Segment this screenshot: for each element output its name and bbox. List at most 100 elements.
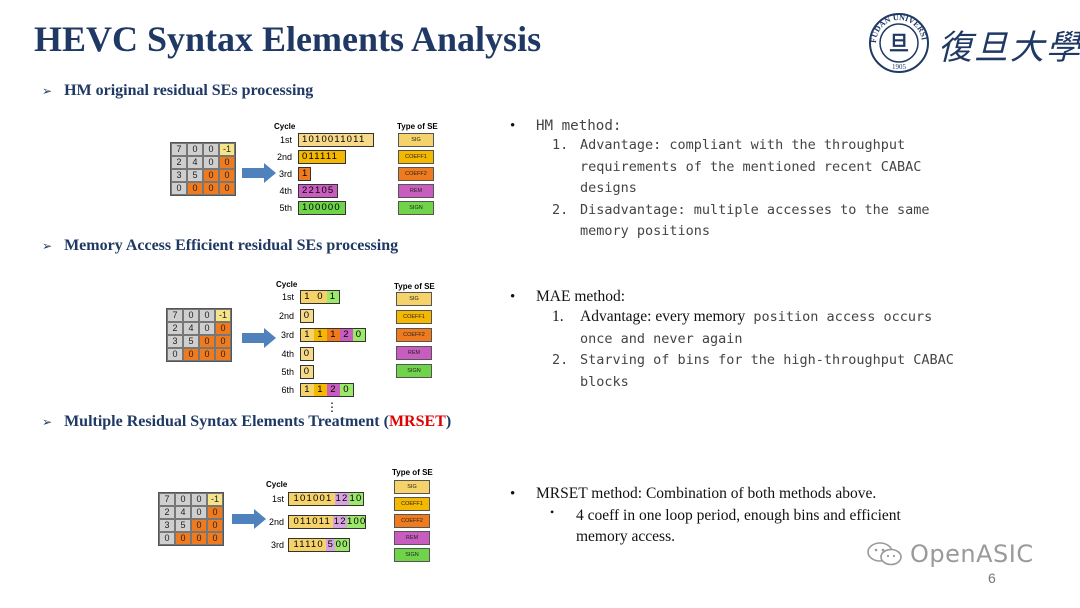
matrix-cell: 0 bbox=[191, 506, 207, 519]
se-type-sign: SIGN bbox=[396, 364, 432, 378]
numbered-item: 2. Starving of bins for the high-through… bbox=[552, 350, 1050, 393]
matrix-cell: 5 bbox=[187, 169, 203, 182]
cycle-label: 5th bbox=[281, 367, 294, 377]
matrix-cell: 0 bbox=[199, 348, 215, 361]
heading-text: Memory Access Efficient residual SEs pro… bbox=[64, 237, 399, 254]
bit-seg: 00 bbox=[335, 539, 349, 551]
bit-seg: 5 bbox=[326, 539, 336, 551]
se-type-coeff1: COEFF1 bbox=[396, 310, 432, 324]
matrix-cell: 5 bbox=[175, 519, 191, 532]
matrix-cell: 0 bbox=[219, 182, 235, 195]
cycle-label: 1st bbox=[281, 292, 294, 302]
page-title: HEVC Syntax Elements Analysis bbox=[34, 19, 542, 59]
bit-seg: 11110 bbox=[289, 539, 327, 551]
section-heading-mrset: ➢Multiple Residual Syntax Elements Treat… bbox=[42, 413, 451, 431]
bit-row: 100000 bbox=[298, 201, 346, 215]
mae-method-block: • MAE method: 1. Advantage: every memory… bbox=[510, 288, 1050, 393]
item-line: memory positions bbox=[580, 223, 711, 239]
matrix-cell: 0 bbox=[203, 169, 219, 182]
matrix-cell: 0 bbox=[175, 532, 191, 545]
bullet-item: • MRSET method: Combination of both meth… bbox=[510, 485, 1050, 503]
matrix-cell: 0 bbox=[191, 519, 207, 532]
university-seal-icon: FUDAN UNIVERSITY 1905 旦 bbox=[865, 5, 929, 73]
arrow-bullet-icon: ➢ bbox=[42, 415, 53, 429]
bit-seg: 1 bbox=[301, 329, 314, 341]
bullet-text: MAE method: bbox=[536, 288, 626, 305]
matrix-cell: 0 bbox=[207, 519, 223, 532]
bullet-item: • MAE method: bbox=[510, 288, 1050, 306]
section-heading-hm: ➢ HM original residual SEs processing bbox=[42, 82, 313, 100]
se-type-rem: REM bbox=[394, 531, 430, 545]
cycle-label: 2nd bbox=[278, 311, 294, 321]
se-type-coeff2: COEFF2 bbox=[396, 328, 432, 342]
cycle-header: Cycle bbox=[274, 122, 296, 131]
matrix-cell: 0 bbox=[199, 335, 215, 348]
matrix-cell: 0 bbox=[203, 182, 219, 195]
arrow-bullet-icon: ➢ bbox=[42, 239, 53, 253]
bullet-text: HM method: bbox=[536, 118, 622, 134]
process-arrow-icon bbox=[242, 163, 276, 183]
bit-row: 011111 bbox=[298, 150, 346, 164]
bit-seg: 101001 bbox=[289, 493, 335, 505]
bit-row: 0 bbox=[300, 347, 314, 361]
matrix-cell: 0 bbox=[183, 348, 199, 361]
numbered-item: 1. Advantage: every memory position acce… bbox=[552, 306, 1050, 350]
heading-text-end: ) bbox=[445, 413, 452, 430]
item-line: requirements of the mentioned recent CAB… bbox=[580, 158, 922, 175]
bit-seg: 0 bbox=[303, 366, 311, 377]
bit-seg: 12 bbox=[333, 516, 347, 528]
bit-row: 0 bbox=[300, 309, 314, 323]
bullet-dot-icon: • bbox=[510, 486, 516, 502]
type-se-header: Type of SE bbox=[394, 282, 435, 291]
bit-row: 0 bbox=[300, 365, 314, 379]
bit-seg: 1 bbox=[301, 291, 314, 303]
item-number: 2. bbox=[552, 201, 569, 218]
seal-glyph: 旦 bbox=[889, 31, 909, 55]
process-arrow-icon bbox=[242, 328, 276, 348]
cycle-label: 3rd bbox=[270, 540, 284, 550]
heading-highlight: MRSET bbox=[388, 413, 446, 430]
bit-seg: 1 bbox=[314, 384, 327, 396]
matrix-cell: 0 bbox=[215, 322, 231, 335]
matrix-cell: 3 bbox=[171, 169, 187, 182]
fudan-logo: FUDAN UNIVERSITY 1905 旦 復旦大學 bbox=[865, 5, 1080, 74]
bit-seg: 10 bbox=[349, 493, 363, 505]
se-type-rem: REM bbox=[398, 184, 434, 198]
matrix-cell: 7 bbox=[167, 309, 183, 322]
item-line: 4 coeff in one loop period, enough bins … bbox=[576, 507, 901, 524]
se-type-sign: SIGN bbox=[394, 548, 430, 562]
bit-seg: 1 bbox=[301, 384, 314, 396]
matrix-cell: 0 bbox=[199, 309, 215, 322]
bit-seg: 0 bbox=[303, 348, 311, 359]
item-line: Advantage: compliant with the throughput bbox=[580, 137, 906, 153]
bit-seg: 12 bbox=[335, 493, 349, 505]
arrow-bullet-icon: ➢ bbox=[42, 84, 53, 98]
cycle-label: 4th bbox=[281, 349, 294, 359]
cycle-label: 1st bbox=[271, 494, 284, 504]
item-number: 1. bbox=[552, 308, 564, 325]
matrix-cell: 4 bbox=[187, 156, 203, 169]
bit-seg: 2 bbox=[340, 329, 353, 341]
matrix-cell: 0 bbox=[215, 348, 231, 361]
watermark: OpenASIC bbox=[866, 540, 1034, 568]
process-arrow-icon bbox=[232, 509, 266, 529]
matrix-cell: 0 bbox=[199, 322, 215, 335]
heading-text: HM original residual SEs processing bbox=[64, 82, 314, 99]
item-line: Disadvantage: multiple accesses to the s… bbox=[580, 201, 930, 218]
matrix-cell: 0 bbox=[203, 143, 219, 156]
type-se-header: Type of SE bbox=[392, 468, 433, 477]
se-type-coeff1: COEFF1 bbox=[394, 497, 430, 511]
hm-method-block: • HM method: 1. Advantage: compliant wit… bbox=[510, 118, 1050, 243]
se-type-sig: SIG bbox=[398, 133, 434, 147]
matrix-cell: 3 bbox=[167, 335, 183, 348]
matrix-cell: -1 bbox=[207, 493, 223, 506]
matrix-cell: 7 bbox=[159, 493, 175, 506]
